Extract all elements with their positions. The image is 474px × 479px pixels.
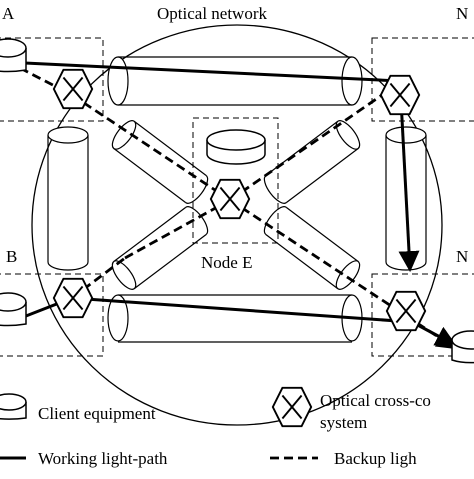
fiber-tube-bottom: [107, 294, 363, 343]
optical-network-boundary: [31, 24, 443, 426]
fiber-tube-diagonal-top-left: [111, 120, 209, 204]
legend-client-equipment-label: Client equipment: [38, 404, 156, 423]
legend-client-equipment-icon: [0, 393, 27, 420]
node-n-bottom-client-equipment-icon: [451, 330, 474, 364]
legend: Client equipment Optical cross-co system…: [0, 386, 431, 468]
node-n-bottom-label: N: [456, 247, 468, 266]
legend-working-label: Working light-path: [38, 449, 168, 468]
legend-backup-label: Backup ligh: [334, 449, 417, 468]
node-e-oxc-icon: [209, 178, 251, 220]
fiber-tube-left: [47, 126, 89, 271]
node-b-label: B: [6, 247, 17, 266]
fiber-tube-diagonal-bottom-right: [263, 206, 361, 290]
node-e-box: [192, 117, 279, 244]
node-b-oxc-icon: [52, 277, 94, 319]
node-b-client-equipment-icon: [0, 292, 27, 327]
node-a-client-equipment-icon: [0, 38, 27, 73]
legend-oxc-label-line2: system: [320, 413, 367, 432]
node-a-box: [0, 37, 104, 122]
node-b-box: [0, 273, 104, 357]
node-n-top-label: N: [456, 4, 468, 23]
fiber-tube-top: [107, 56, 363, 106]
node-n-bottom-oxc-icon: [385, 290, 427, 332]
node-n-bottom-box: [371, 273, 474, 357]
fiber-tube-diagonal-bottom-left: [111, 206, 209, 290]
fiber-tube-diagonal-top-right: [263, 120, 361, 204]
node-e-client-equipment-icon: [206, 129, 266, 165]
node-a-label: A: [2, 4, 15, 23]
node-a-oxc-icon: [52, 68, 94, 110]
legend-oxc-icon: [271, 386, 313, 428]
network-label: Optical network: [157, 4, 267, 23]
legend-oxc-label-line1: Optical cross-co: [320, 391, 431, 410]
node-n-top-oxc-icon: [379, 74, 421, 116]
node-e-label: Node E: [201, 253, 252, 272]
